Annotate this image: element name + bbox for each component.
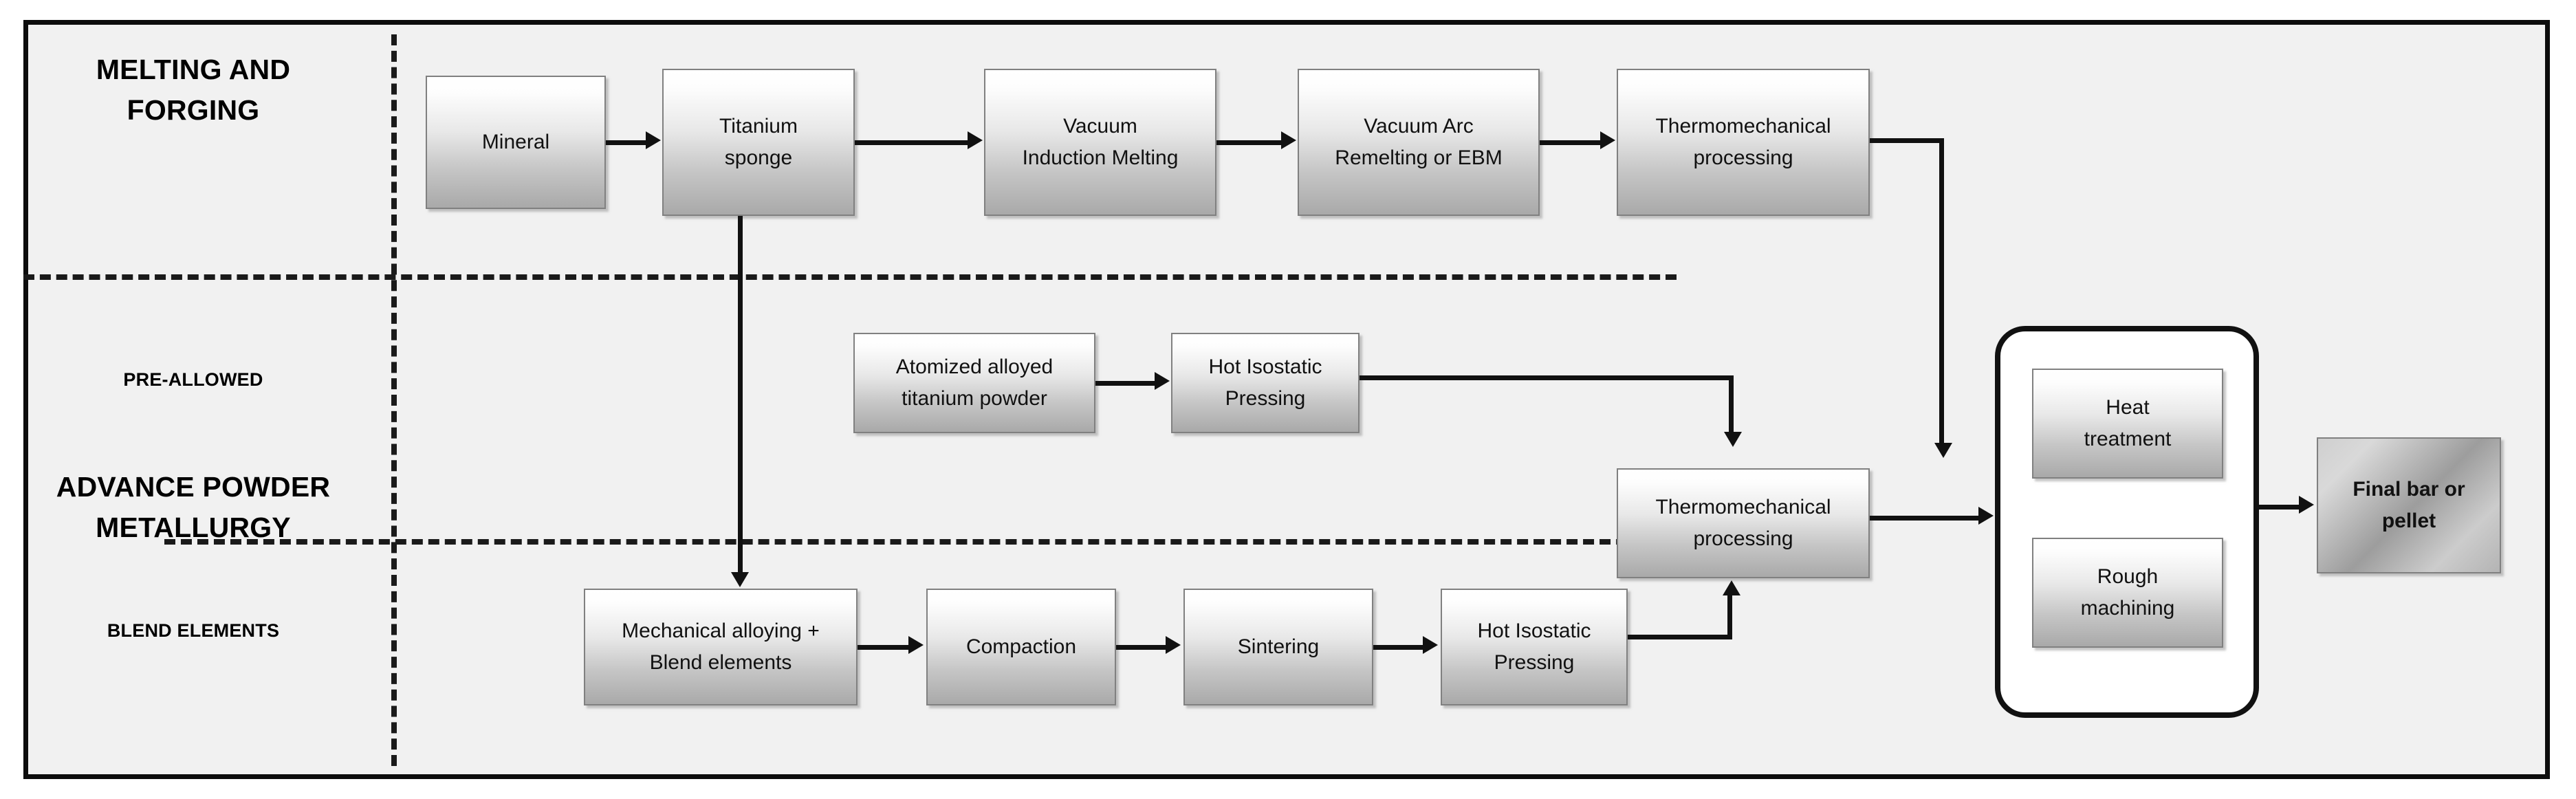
node-thermomechanical-processing-mid[interactable]: Thermomechanical processing [1617, 468, 1870, 578]
connector-merge-to-group [1939, 516, 1981, 521]
node-label-line1: Hot Isostatic [1208, 355, 1322, 378]
node-atomized-alloyed-titanium-powder[interactable]: Atomized alloyed titanium powder [853, 333, 1095, 433]
node-label-line2: Pressing [1494, 651, 1575, 674]
node-compaction[interactable]: Compaction [926, 589, 1116, 705]
node-label-line1: Heat [2106, 395, 2150, 419]
node-label-line1: Thermomechanical [1655, 495, 1831, 518]
node-titanium-sponge[interactable]: Titanium sponge [662, 69, 855, 216]
divider-horizontal-upper-dashed [23, 274, 1677, 280]
section-label-line1: ADVANCE POWDER [56, 471, 331, 503]
node-mechanical-alloying-blend-elements[interactable]: Mechanical alloying + Blend elements [584, 589, 858, 705]
node-label-line2: Blend elements [649, 651, 792, 674]
node-vacuum-arc-remelting[interactable]: Vacuum Arc Remelting or EBM [1298, 69, 1540, 216]
arrowhead-right [2299, 496, 2314, 514]
arrowhead-right [1600, 131, 1615, 149]
divider-vertical-dashed [391, 34, 397, 766]
connector-atomized-to-hip-mid [1095, 381, 1157, 386]
section-label-line1: BLEND ELEMENTS [107, 620, 280, 641]
section-label-melting-forging: MELTING AND FORGING [35, 50, 351, 131]
node-final-bar-or-pellet[interactable]: Final bar or pellet [2317, 437, 2501, 573]
node-label-line1: Final bar or [2353, 477, 2465, 501]
node-label-line2: processing [1693, 146, 1793, 169]
arrowhead-right [646, 131, 661, 149]
arrowhead-down [1724, 432, 1742, 447]
node-label-line1: Vacuum [1063, 114, 1137, 138]
connector-mineral-to-sponge [606, 140, 647, 145]
section-label-pre-allowed: PRE-ALLOWED [35, 366, 351, 393]
connector-hip-bottom-up [1727, 595, 1732, 637]
arrowhead-down [1934, 443, 1952, 458]
connector-hip-bottom-right [1628, 635, 1732, 639]
arrowhead-right [1166, 636, 1181, 654]
connector-mechanical-to-compaction [858, 645, 910, 650]
node-thermomechanical-processing-top[interactable]: Thermomechanical processing [1617, 69, 1870, 216]
arrowhead-right [908, 636, 924, 654]
node-label-line1: Thermomechanical [1655, 114, 1831, 138]
section-label-line2: METALLURGY [96, 512, 291, 544]
node-label-line1: Vacuum Arc [1364, 114, 1474, 138]
node-rough-machining[interactable]: Rough machining [2032, 538, 2223, 648]
node-label: Compaction [965, 635, 1077, 658]
section-label-blend-elements: BLEND ELEMENTS [35, 617, 351, 644]
arrowhead-right [1423, 636, 1438, 654]
section-label-advance-powder-metallurgy: ADVANCE POWDER METALLURGY [28, 467, 358, 549]
arrowhead-right [1978, 507, 1994, 525]
node-label-line1: Mechanical alloying + [622, 619, 820, 642]
node-label-line1: Atomized alloyed [895, 355, 1054, 378]
node-label-line2: machining [2080, 597, 2175, 620]
arrowhead-up [1723, 580, 1740, 595]
node-label: Mineral [481, 130, 550, 153]
node-hot-isostatic-pressing-bottom[interactable]: Hot Isostatic Pressing [1441, 589, 1628, 705]
connector-hip-mid-right [1360, 375, 1734, 380]
node-label-line2: processing [1693, 527, 1793, 550]
arrowhead-right [1281, 131, 1296, 149]
section-label-line1: MELTING AND [96, 54, 291, 85]
connector-var-to-tmp-top [1540, 140, 1602, 145]
node-label-line2: pellet [2381, 510, 2436, 532]
node-sintering[interactable]: Sintering [1183, 589, 1373, 705]
connector-tmp-top-down [1939, 138, 1944, 448]
diagram-frame: MELTING AND FORGING PRE-ALLOWED ADVANCE … [23, 20, 2550, 779]
node-label-line2: titanium powder [902, 387, 1047, 410]
connector-sintering-to-hip-bottom [1373, 645, 1424, 650]
node-label-line2: sponge [724, 146, 793, 169]
node-label-line2: Pressing [1225, 387, 1306, 410]
connector-sponge-to-vim [855, 140, 969, 145]
divider-horizontal-lower-dashed [164, 539, 1677, 545]
node-label-line1: Rough [2097, 565, 2159, 588]
arrowhead-right [968, 131, 983, 149]
arrowhead-down [731, 572, 749, 587]
connector-group-to-final [2259, 505, 2303, 510]
connector-compaction-to-sintering [1116, 645, 1167, 650]
connector-tmp-top-right [1870, 138, 1944, 143]
node-label-line1: Hot Isostatic [1477, 619, 1591, 642]
section-label-line1: PRE-ALLOWED [123, 369, 263, 390]
connector-hip-mid-down [1729, 375, 1734, 436]
arrowhead-right [1155, 372, 1170, 390]
connector-vim-to-var [1216, 140, 1282, 145]
node-heat-treatment[interactable]: Heat treatment [2032, 369, 2223, 479]
section-label-line2: FORGING [127, 94, 260, 127]
node-hot-isostatic-pressing-mid[interactable]: Hot Isostatic Pressing [1171, 333, 1360, 433]
node-mineral[interactable]: Mineral [426, 76, 606, 209]
node-label-line2: treatment [2084, 428, 2172, 450]
connector-sponge-down-to-mechanical-alloying [738, 216, 743, 575]
node-vacuum-induction-melting[interactable]: Vacuum Induction Melting [984, 69, 1216, 216]
node-label-line2: Induction Melting [1022, 146, 1179, 169]
connector-tmp-mid-to-group [1870, 516, 1941, 521]
node-label: Sintering [1237, 635, 1320, 658]
node-label-line2: Remelting or EBM [1335, 146, 1503, 169]
node-label-line1: Titanium [719, 114, 798, 138]
